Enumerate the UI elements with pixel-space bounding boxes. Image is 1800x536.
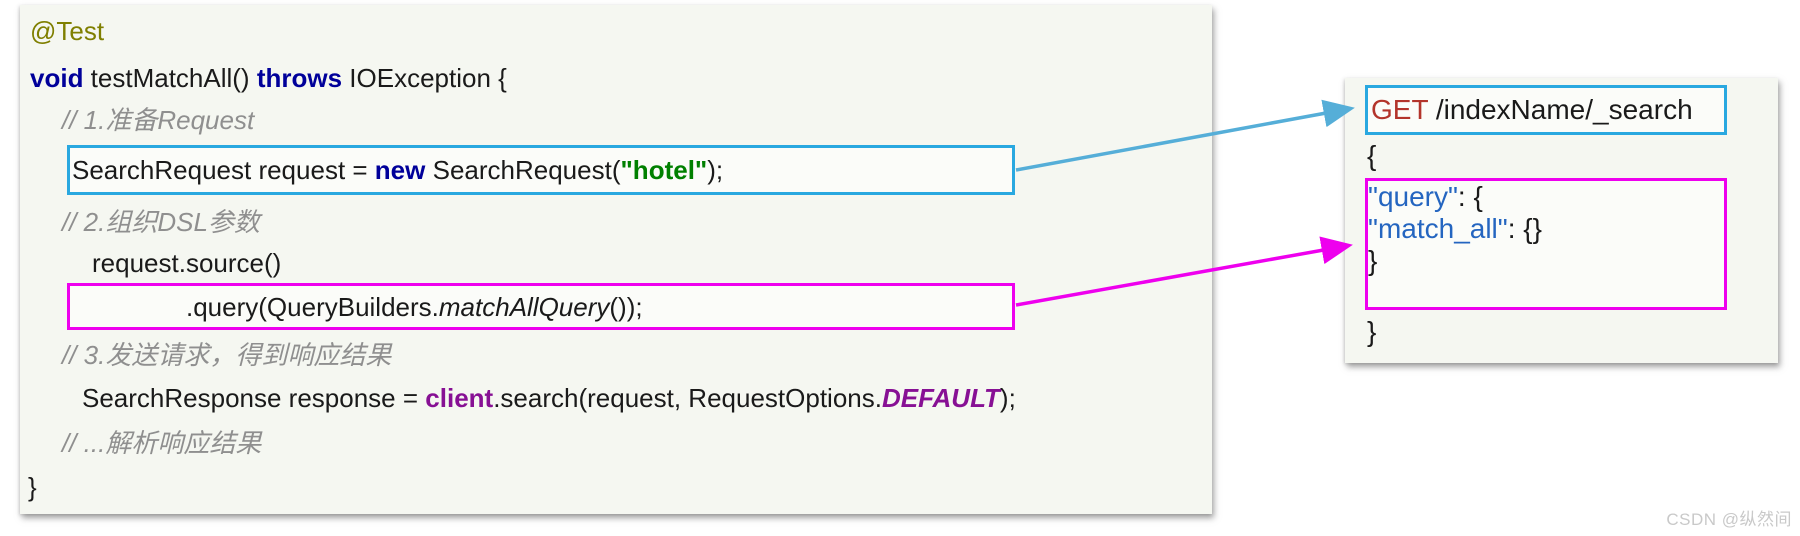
match-all-query-method: matchAllQuery (438, 291, 610, 322)
dsl-inner-close-brace: } (1368, 245, 1378, 276)
query-body-highlight-box: "query": { "match_all": {} } (1365, 178, 1727, 310)
get-highlight-box: GET /indexName/_search (1365, 85, 1727, 135)
exception-type: IOException { (349, 63, 507, 93)
index-name-string: "hotel" (620, 155, 708, 185)
dsl-line-match-all: "match_all": {} (1368, 213, 1724, 245)
request-path: /indexName/_search (1428, 94, 1693, 125)
java-code-panel: @Test void testMatchAll() throws IOExcep… (20, 5, 1212, 514)
request-ctor: SearchRequest( (425, 155, 621, 185)
dsl-request-panel: GET /indexName/_search { "query": { "mat… (1345, 78, 1778, 363)
code-line-method-signature: void testMatchAll() throws IOException { (30, 62, 507, 94)
method-name: testMatchAll() (90, 63, 257, 93)
query-open: : { (1457, 181, 1483, 212)
dsl-line-query: "query": { (1368, 181, 1724, 213)
response-end: ); (999, 383, 1016, 413)
code-comment-4: // ...解析响应结果 (62, 428, 262, 458)
code-line-source: request.source() (92, 248, 282, 278)
dsl-line-get: GET /indexName/_search (1368, 94, 1693, 126)
csdn-watermark: CSDN @纵然间 (1666, 510, 1792, 529)
request-decl: SearchRequest request = (72, 155, 375, 185)
request-highlight-box: SearchRequest request = new SearchReques… (67, 145, 1015, 195)
code-line-search-request: SearchRequest request = new SearchReques… (70, 154, 723, 186)
match-all-value: : {} (1507, 213, 1542, 244)
code-line-response: SearchResponse response = client.search(… (82, 382, 1016, 414)
code-close-brace: } (28, 472, 37, 502)
keyword-throws: throws (256, 63, 350, 93)
test-annotation: @Test (30, 16, 105, 46)
http-method-get: GET (1371, 94, 1429, 125)
client-field: client (425, 383, 494, 413)
code-comment-1: // 1.准备Request (62, 105, 255, 135)
code-line-annotation: @Test (30, 15, 104, 47)
query-highlight-box: .query(QueryBuilders.matchAllQuery()); (67, 283, 1015, 330)
code-line-query: .query(QueryBuilders.matchAllQuery()); (70, 291, 643, 323)
response-decl: SearchResponse response = (82, 383, 426, 413)
search-call: .search(request, RequestOptions. (493, 383, 882, 413)
code-comment-3: // 3.发送请求，得到响应结果 (62, 340, 392, 370)
code-comment-2: // 2.组织DSL参数 (62, 207, 260, 237)
keyword-new: new (374, 155, 426, 185)
keyword-void: void (30, 63, 91, 93)
query-end: ()); (609, 291, 643, 322)
query-call: .query(QueryBuilders. (186, 291, 439, 322)
query-key: "query" (1368, 181, 1458, 212)
dsl-open-brace: { (1367, 140, 1377, 171)
request-end: ); (707, 155, 724, 185)
dsl-close-brace: } (1367, 316, 1377, 347)
default-constant: DEFAULT (881, 383, 1000, 413)
match-all-key: "match_all" (1368, 213, 1508, 244)
